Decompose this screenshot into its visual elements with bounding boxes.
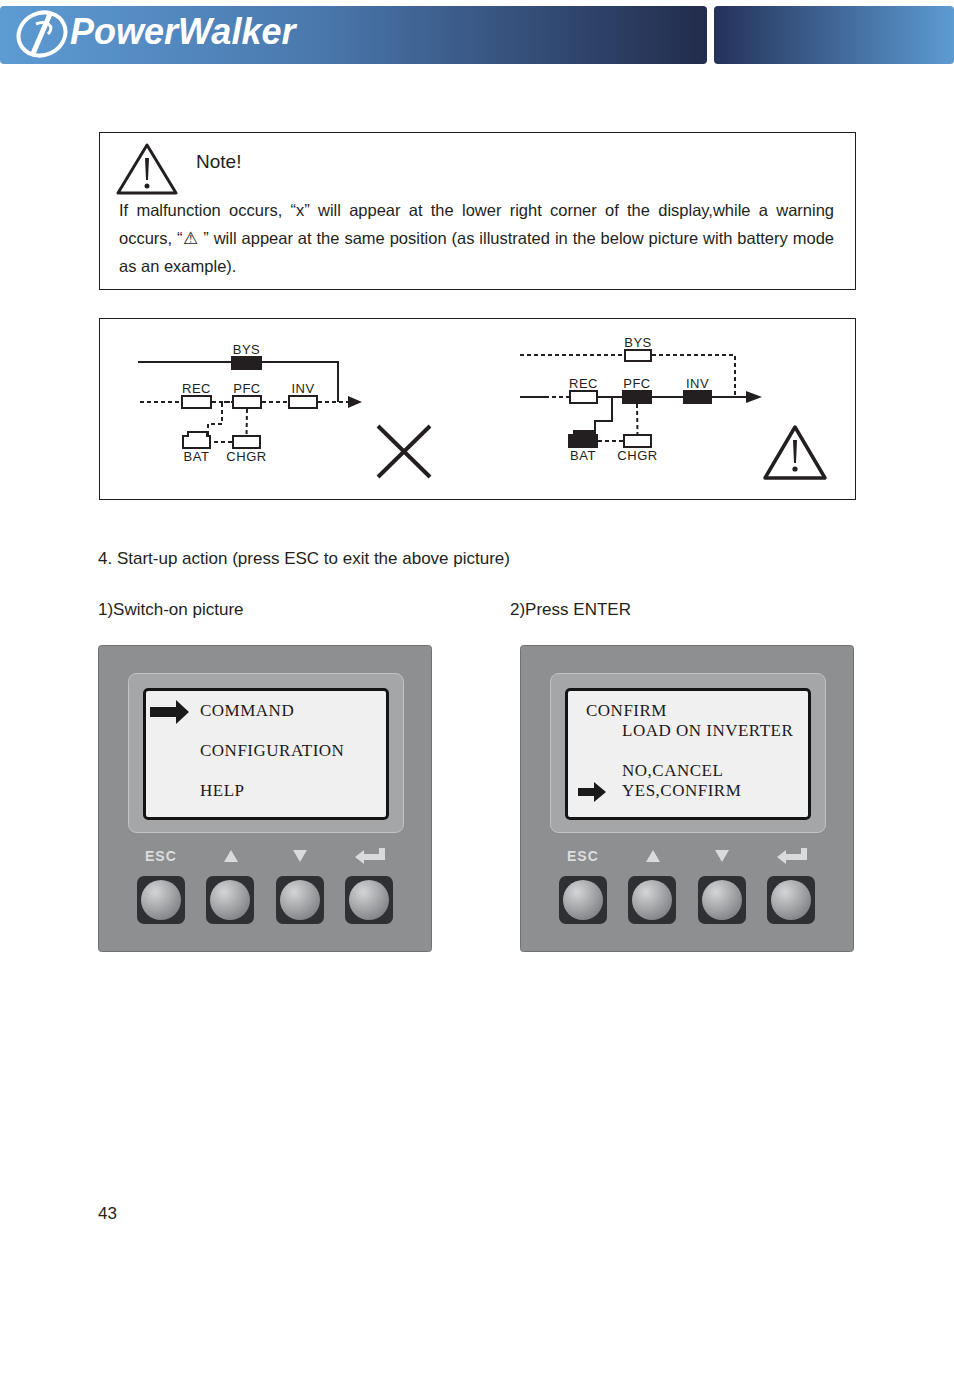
block-module: CHGR: [232, 435, 261, 449]
note-box: Note! If malfunction occurs, “x” will app…: [99, 132, 856, 290]
block-module: BYS: [231, 356, 262, 370]
warning-icon: [765, 427, 825, 478]
key-button: [698, 876, 746, 924]
signal-wire: [262, 401, 288, 403]
signal-wire: [652, 396, 683, 398]
block-label: REC: [569, 376, 598, 391]
block-label: REC: [182, 381, 211, 396]
signal-wire: [246, 409, 249, 435]
enter-symbol: [777, 848, 807, 864]
block-module: REC: [569, 390, 598, 404]
block-module: INV: [683, 390, 712, 404]
key-cap: [632, 880, 672, 920]
enter-symbol: [355, 848, 385, 864]
signal-wire: [636, 404, 639, 434]
key-cap: [141, 880, 181, 920]
block-module: BAT: [568, 434, 598, 448]
key-button: [628, 876, 676, 924]
lcd-screen: COMMAND CONFIGURATION HELP: [143, 688, 389, 820]
block-module: BYS: [624, 349, 652, 362]
signal-wire: [598, 440, 623, 442]
key-cap: [702, 880, 742, 920]
menu-item: CONFIGURATION: [200, 741, 344, 761]
block-label: PFC: [623, 376, 651, 391]
note-heading: Note!: [196, 150, 241, 174]
block-module: PFC: [622, 390, 652, 404]
step-caption: 1)Switch-on picture: [98, 599, 244, 620]
menu-item: HELP: [200, 781, 245, 801]
lcd-panel-frame: CONFIRMLOAD ON INVERTER NO,CANCELYES,CONF…: [520, 645, 854, 952]
lcd-screen: CONFIRMLOAD ON INVERTER NO,CANCELYES,CONF…: [565, 688, 811, 820]
key-button: [276, 876, 324, 924]
block-label: CHGR: [617, 448, 657, 463]
lcd-panel: [521, 646, 854, 952]
menu-item: LOAD ON INVERTER: [622, 721, 793, 741]
key-cap: [349, 880, 389, 920]
warning-icon: [118, 145, 176, 193]
header-bar: [714, 6, 954, 64]
signal-wire: [595, 397, 622, 434]
header-bar: [0, 6, 707, 64]
section-heading: 4. Start-up action (press ESC to exit th…: [98, 548, 510, 569]
fault-x-mark: [378, 426, 430, 477]
step-caption: 2)Press ENTER: [510, 599, 631, 620]
key-cap: [771, 880, 811, 920]
menu-item: CONFIRM: [586, 701, 667, 721]
key-cap: [210, 880, 250, 920]
block-label: BAT: [570, 448, 596, 463]
block-module: INV: [288, 395, 318, 409]
lcd-panel-frame: COMMAND CONFIGURATION HELP ESC: [98, 645, 432, 952]
battery-terminal: [573, 430, 595, 436]
logo-icon: [11, 5, 72, 63]
note-body: If malfunction occurs, “x” will appear a…: [119, 196, 834, 280]
page-number: 43: [98, 1203, 117, 1224]
lcd-panel: [99, 646, 432, 952]
block-label: BYS: [624, 335, 652, 350]
output-arrowhead: [746, 391, 762, 403]
key-button: [559, 876, 607, 924]
block-module: BAT: [182, 435, 211, 449]
brand-logo: PowerWalker: [70, 12, 295, 52]
block-label: PFC: [233, 381, 261, 396]
figure-frame: [100, 319, 856, 500]
down-symbol: [715, 850, 729, 862]
key-button: [345, 876, 393, 924]
block-label: INV: [686, 376, 709, 391]
menu-item: COMMAND: [200, 701, 294, 721]
block-module: CHGR: [623, 434, 652, 448]
key-cap: [563, 880, 603, 920]
key-button: [206, 876, 254, 924]
key-button: [137, 876, 185, 924]
key-button: [767, 876, 815, 924]
key-cap: [280, 880, 320, 920]
key-label: ESC: [145, 848, 177, 864]
up-symbol: [646, 850, 660, 862]
down-symbol: [293, 850, 307, 862]
block-module: REC: [181, 395, 212, 409]
key-label: ESC: [567, 848, 599, 864]
block-label: BAT: [184, 449, 210, 464]
keypad: [137, 848, 815, 924]
block-label: BYS: [233, 342, 261, 357]
menu-item: NO,CANCEL: [622, 761, 723, 781]
signal-wire: [211, 441, 232, 443]
output-arrowhead: [348, 396, 362, 408]
signal-wire: [212, 401, 232, 403]
block-label: INV: [291, 381, 314, 396]
battery-terminal: [187, 431, 208, 437]
menu-item: YES,CONFIRM: [622, 781, 741, 801]
up-symbol: [224, 850, 238, 862]
block-module: PFC: [232, 395, 262, 409]
block-label: CHGR: [226, 449, 266, 464]
